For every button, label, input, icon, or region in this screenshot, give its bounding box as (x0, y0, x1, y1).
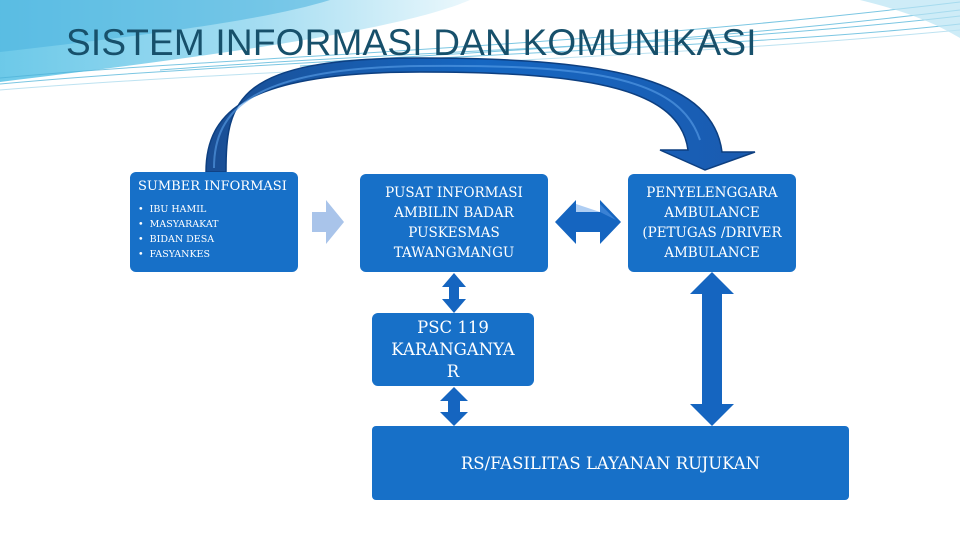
penyelenggara-line: AMBULANCE (664, 245, 760, 261)
curved-arrow-sumber-to-penyelenggara (205, 57, 756, 173)
sumber-heading: SUMBER INFORMASI (138, 179, 287, 194)
psc-line: R (446, 361, 460, 381)
double-arrow-pusat-penyelenggara (555, 200, 621, 244)
double-arrow-pusat-psc (442, 273, 466, 313)
node-psc-119: PSC 119 KARANGANYA R (372, 313, 534, 386)
pusat-line: AMBILIN BADAR (394, 205, 514, 221)
penyelenggara-line: PENYELENGGARA (646, 185, 778, 201)
top-right-wave (860, 0, 960, 38)
pusat-line: PUSAT INFORMASI (385, 185, 523, 201)
sumber-list: IBU HAMIL MASYARAKAT BIDAN DESA FASYANKE… (138, 202, 298, 262)
top-wave-fill-2 (0, 0, 330, 52)
list-item: MASYARAKAT (138, 217, 298, 232)
double-arrow-penyelenggara-rs (690, 272, 734, 426)
curved-arrow-highlight (213, 64, 701, 169)
node-penyelenggara-ambulance: PENYELENGGARA AMBULANCE (PETUGAS /DRIVER… (628, 174, 796, 272)
list-item: FASYANKES (138, 247, 298, 262)
double-arrow-psc-rs (440, 387, 468, 426)
pusat-line: TAWANGMANGU (393, 245, 515, 261)
block-arrow-sumber-to-pusat (312, 200, 344, 244)
list-item: BIDAN DESA (138, 232, 298, 247)
psc-line: PSC 119 (417, 317, 489, 337)
penyelenggara-line: AMBULANCE (664, 205, 760, 221)
psc-line: KARANGANYA (391, 339, 515, 359)
penyelenggara-line: (PETUGAS /DRIVER (642, 225, 782, 241)
swoosh-lines (0, 1, 960, 91)
node-pusat-informasi: PUSAT INFORMASI AMBILIN BADAR PUSKESMAS … (360, 174, 548, 272)
page-title: SISTEM INFORMASI DAN KOMUNIKASI (66, 22, 757, 63)
pusat-line: PUSKESMAS (408, 225, 500, 241)
list-item: IBU HAMIL (138, 202, 298, 217)
rs-label: RS/FASILITAS LAYANAN RUJUKAN (460, 453, 761, 473)
node-rs-fasilitas-rujukan: RS/FASILITAS LAYANAN RUJUKAN (372, 426, 849, 500)
node-sumber-informasi: SUMBER INFORMASI IBU HAMIL MASYARAKAT BI… (130, 172, 298, 272)
